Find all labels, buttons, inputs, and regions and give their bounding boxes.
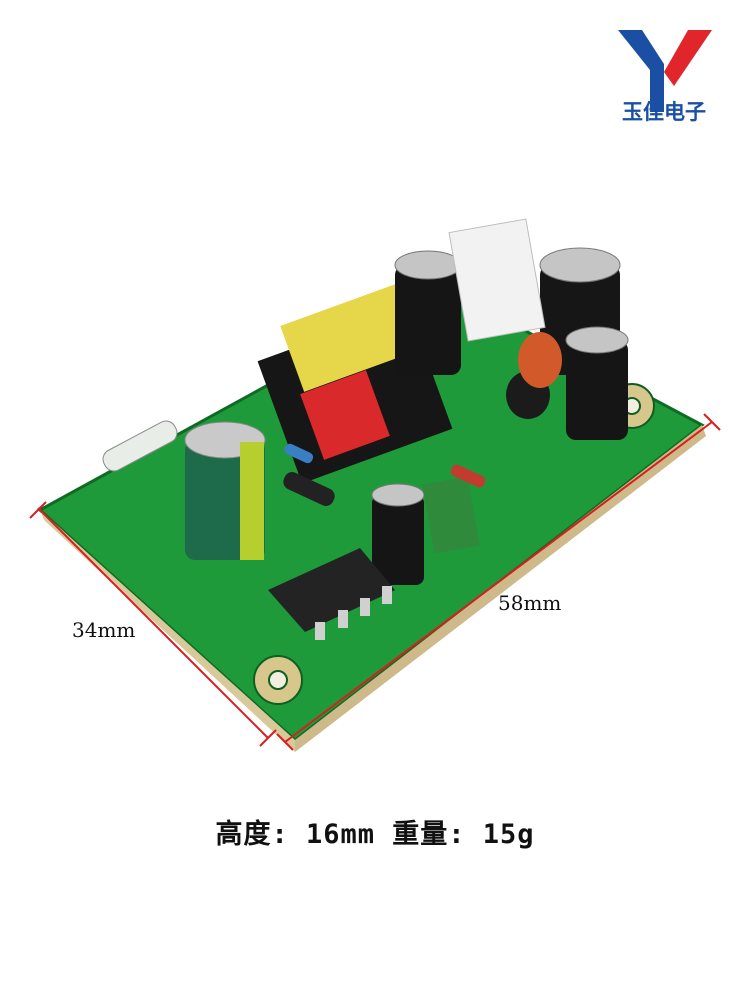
dimension-length-label: 58mm bbox=[498, 591, 562, 615]
film-capacitor bbox=[422, 476, 480, 554]
connector bbox=[448, 218, 546, 342]
brand-name: 玉佳电子 bbox=[622, 100, 706, 124]
ceramic-capacitor bbox=[518, 332, 562, 388]
glass-fuse bbox=[102, 420, 178, 472]
dimension-width-label: 34mm bbox=[72, 618, 136, 642]
small-capacitor bbox=[371, 483, 425, 585]
specs-caption: 高度: 16mm 重量: 15g bbox=[215, 819, 535, 850]
output-capacitor-1 bbox=[394, 250, 462, 375]
pcb-edge-right bbox=[295, 425, 706, 752]
ic-chip bbox=[268, 548, 395, 640]
filter-capacitor bbox=[184, 421, 266, 560]
diode bbox=[450, 464, 486, 488]
pcb-edge bbox=[40, 510, 295, 752]
diode bbox=[283, 472, 335, 506]
dimension-line-width bbox=[29, 501, 277, 747]
output-capacitor-3 bbox=[565, 326, 629, 440]
resistor bbox=[284, 443, 314, 464]
logo-y-right-arm bbox=[664, 30, 712, 86]
product-photo bbox=[29, 218, 721, 752]
logo-y-left-arm bbox=[618, 30, 664, 112]
dimension-line-length bbox=[276, 413, 721, 751]
brand-logo bbox=[618, 30, 712, 112]
